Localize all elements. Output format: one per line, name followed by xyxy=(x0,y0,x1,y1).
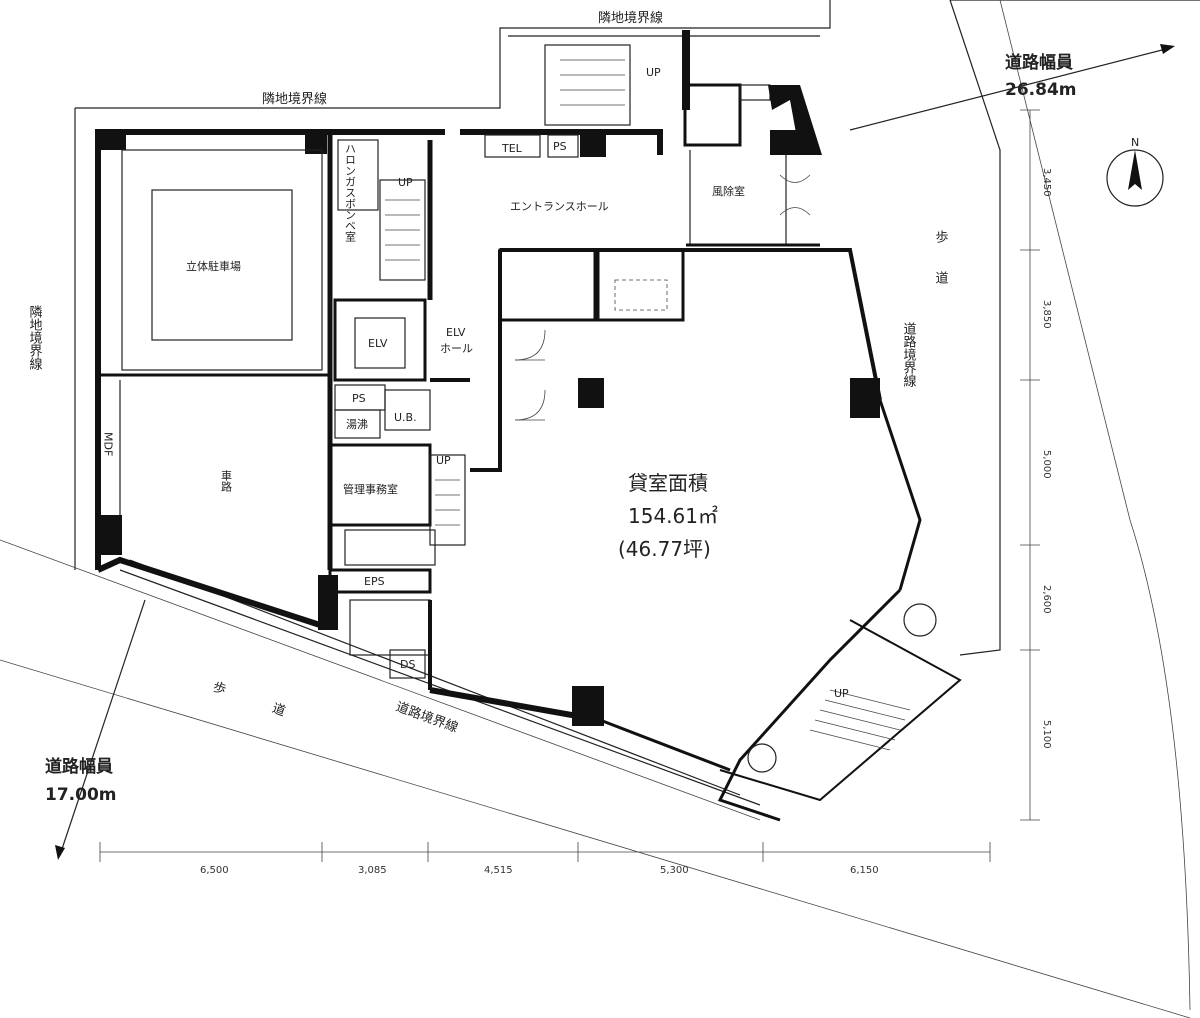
dim-bottom-2: 4,515 xyxy=(484,865,513,876)
dim-bottom-0: 6,500 xyxy=(200,865,229,876)
exterior-stair xyxy=(719,603,962,802)
ds-label: DS xyxy=(400,658,415,671)
neighbor-boundary-top-left: 隣地境界線 xyxy=(262,91,327,107)
driveway-label: 車路 xyxy=(220,469,233,493)
eps-label: EPS xyxy=(364,575,385,588)
road-width-left-value: 17.00m xyxy=(45,785,117,805)
elv-label: ELV xyxy=(368,337,388,350)
north-arrow xyxy=(1106,149,1164,207)
core-block xyxy=(318,132,470,690)
dim-bottom-3: 5,300 xyxy=(660,865,689,876)
up-top-label: UP xyxy=(646,66,661,79)
rental-area-tsubo: (46.77坪) xyxy=(618,537,711,561)
up-exterior-label: UP xyxy=(834,687,849,700)
windbreak-room xyxy=(686,85,822,247)
ps-top-label: PS xyxy=(553,140,567,153)
dim-bottom-1: 3,085 xyxy=(358,865,387,876)
up-mgmt-label: UP xyxy=(436,454,451,467)
sidewalk-bottom-label: 歩道 xyxy=(211,680,335,737)
entrance-hall-label: エントランスホール xyxy=(510,200,609,213)
tel-label: TEL xyxy=(501,142,523,155)
windbreak-room-label: 風除室 xyxy=(712,184,745,198)
elv-hall-label-1: ELV xyxy=(446,326,466,339)
dim-right-2: 5,000 xyxy=(1041,450,1052,479)
elv-hall-label-2: ホール xyxy=(440,342,473,355)
rental-area-value: 154.61㎡ xyxy=(628,504,718,528)
mgmt-office-label: 管理事務室 xyxy=(343,482,398,496)
north-label: N xyxy=(1131,136,1139,149)
sidewalk-right-label: 歩道 xyxy=(933,230,949,312)
neighbor-boundary-top: 隣地境界線 xyxy=(598,10,663,26)
dim-right-3: 2,600 xyxy=(1041,585,1052,614)
parking-area xyxy=(100,149,330,515)
kettle-label: 湯沸 xyxy=(346,418,368,431)
dim-right-0: 3,450 xyxy=(1041,168,1052,197)
road-width-left-title: 道路幅員 xyxy=(45,756,113,777)
road-width-right-title: 道路幅員 xyxy=(1005,52,1073,73)
dimension-lines xyxy=(99,109,1040,862)
parking-label: 立体駐車場 xyxy=(186,259,241,273)
road-boundary-right-label: 道路境界線 xyxy=(901,322,917,387)
dim-right-1: 3,850 xyxy=(1041,300,1052,329)
up-main-label: UP xyxy=(398,176,413,189)
mdf-label: MDF xyxy=(102,432,115,456)
dim-bottom-4: 6,150 xyxy=(850,865,879,876)
ps-mid-label: PS xyxy=(352,392,366,405)
rental-area xyxy=(498,248,880,726)
dim-right-4: 5,100 xyxy=(1041,720,1052,749)
road-width-right-value: 26.84m xyxy=(1005,80,1077,100)
halon-room-label: ハロンガスボンベ室 xyxy=(344,143,357,242)
rental-area-title: 貸室面積 xyxy=(628,471,708,495)
neighbor-boundary-left: 隣地境界線 xyxy=(27,304,43,370)
top-stair xyxy=(484,30,787,245)
road-width-arrows xyxy=(55,44,1175,860)
ub-label: U.B. xyxy=(394,411,417,424)
road-boundary-bottom-label: 道路境界線 xyxy=(394,699,461,736)
